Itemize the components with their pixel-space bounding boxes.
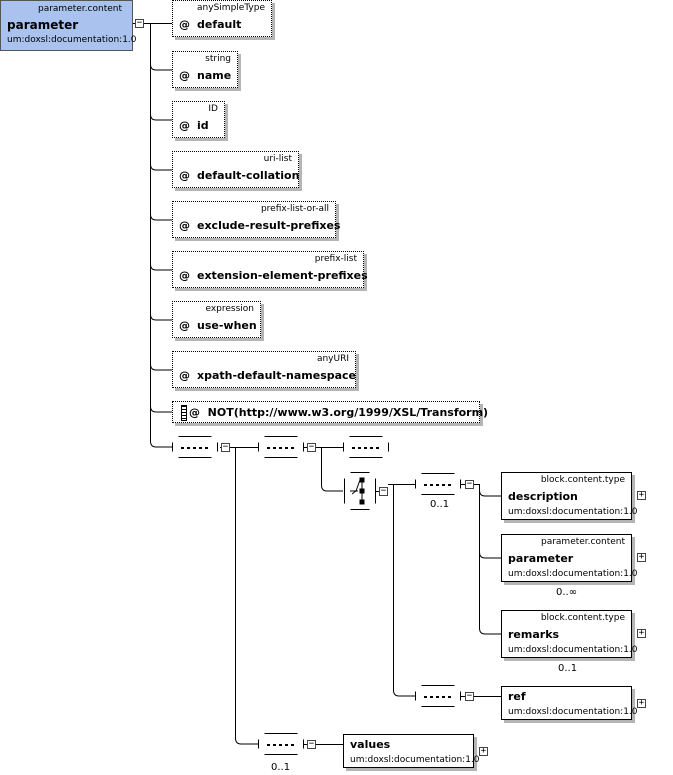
element-parameter[interactable]: parameter.content parameter um:doxsl:doc… xyxy=(501,534,638,582)
any-attribute-icon xyxy=(181,405,187,421)
attribute-type: expression xyxy=(205,304,254,314)
ref-expand-toggle[interactable]: + xyxy=(637,698,646,708)
parameter-occurrence: 0..∞ xyxy=(556,587,578,598)
root-namespace-label: um:doxsl:documentation:1.0 xyxy=(7,35,137,45)
sequence-5-collapse-toggle[interactable]: − xyxy=(307,739,316,749)
attribute-name: @ default xyxy=(179,18,241,31)
attribute-name-text: exclude-result-prefixes xyxy=(197,219,341,232)
attribute-type: ID xyxy=(208,104,218,114)
attribute-name-text: xpath-default-namespace xyxy=(197,369,357,382)
any-attribute[interactable]: @ NOT(http://www.w3.org/1999/XSL/Transfo… xyxy=(172,401,488,423)
element-values[interactable]: values um:doxsl:documentation:1.0 xyxy=(343,734,480,768)
attribute-name: @ extension-element-prefixes xyxy=(179,269,368,282)
attribute-name-text: default xyxy=(197,18,242,31)
root-element-parameter[interactable]: parameter.content parameter um:doxsl:doc… xyxy=(0,0,137,51)
attribute-name-text: extension-element-prefixes xyxy=(197,269,368,282)
sequence-3-occurrence: 0..1 xyxy=(430,499,450,510)
sequence-compositor-empty[interactable] xyxy=(343,436,389,458)
attribute-name: @ xpath-default-namespace xyxy=(179,369,356,382)
element-namespace: um:doxsl:documentation:1.0 xyxy=(508,707,638,717)
sequence-compositor-5[interactable] xyxy=(258,733,304,755)
attribute-extension-element-prefixes[interactable]: prefix-list @ extension-element-prefixes xyxy=(172,251,368,288)
choice-collapse-toggle[interactable]: − xyxy=(379,486,388,496)
element-name: parameter xyxy=(508,552,574,565)
at-icon: @ xyxy=(179,219,190,232)
element-type: block.content.type xyxy=(540,613,625,623)
element-name: remarks xyxy=(508,628,560,641)
element-type: parameter.content xyxy=(540,537,625,547)
at-icon: @ xyxy=(179,119,190,132)
sequence-1-collapse-toggle[interactable]: − xyxy=(221,442,230,452)
root-collapse-toggle[interactable]: − xyxy=(135,18,144,28)
element-namespace: um:doxsl:documentation:1.0 xyxy=(350,755,480,765)
attribute-type: prefix-list-or-all xyxy=(260,204,329,214)
any-attribute-label: @ NOT(http://www.w3.org/1999/XSL/Transfo… xyxy=(181,405,488,421)
at-icon: @ xyxy=(179,169,190,182)
attribute-name: @ name xyxy=(179,69,231,82)
element-ref[interactable]: ref um:doxsl:documentation:1.0 xyxy=(501,686,638,720)
attribute-name[interactable]: string @ name xyxy=(172,51,238,88)
sequence-3-collapse-toggle[interactable]: − xyxy=(465,479,474,489)
sequence-compositor-1[interactable] xyxy=(172,436,218,458)
at-icon: @ xyxy=(179,319,190,332)
attribute-name: @ id xyxy=(179,119,209,132)
remarks-occurrence: 0..1 xyxy=(558,663,578,674)
attribute-xpath-default-namespace[interactable]: anyURI @ xpath-default-namespace xyxy=(172,351,356,388)
values-expand-toggle[interactable]: + xyxy=(479,746,488,756)
attribute-default-collation[interactable]: uri-list @ default-collation xyxy=(172,151,299,188)
element-name: values xyxy=(350,738,391,751)
element-namespace: um:doxsl:documentation:1.0 xyxy=(508,645,638,655)
sequence-2-collapse-toggle[interactable]: − xyxy=(307,442,316,452)
attribute-default[interactable]: anySimpleType @ default xyxy=(172,0,272,37)
attribute-exclude-result-prefixes[interactable]: prefix-list-or-all @ exclude-result-prefi… xyxy=(172,201,340,238)
at-icon: @ xyxy=(179,18,190,31)
attribute-name: @ default-collation xyxy=(179,169,299,182)
at-icon: @ xyxy=(189,406,200,419)
sequence-compositor-2[interactable] xyxy=(258,436,304,458)
attribute-name-text: name xyxy=(197,69,232,82)
root-type-label: parameter.content xyxy=(37,4,122,14)
sequence-5-occurrence: 0..1 xyxy=(271,762,291,773)
attribute-type: prefix-list xyxy=(314,254,357,264)
attribute-name: @ exclude-result-prefixes xyxy=(179,219,340,232)
attribute-use-when[interactable]: expression @ use-when xyxy=(172,301,261,338)
parameter-expand-toggle[interactable]: + xyxy=(637,552,646,562)
choice-compositor[interactable] xyxy=(344,472,376,510)
element-name: ref xyxy=(508,690,526,703)
sequence-compositor-4[interactable] xyxy=(415,685,461,707)
attribute-type: string xyxy=(205,54,231,64)
at-icon: @ xyxy=(179,269,190,282)
attribute-name-text: default-collation xyxy=(197,169,300,182)
remarks-expand-toggle[interactable]: + xyxy=(637,628,646,638)
attribute-type: uri-list xyxy=(263,154,292,164)
element-description[interactable]: block.content.type description um:doxsl:… xyxy=(501,472,638,520)
any-attribute-text: NOT(http://www.w3.org/1999/XSL/Transform… xyxy=(207,406,489,419)
element-namespace: um:doxsl:documentation:1.0 xyxy=(508,507,638,517)
attribute-name: @ use-when xyxy=(179,319,257,332)
root-name-label: parameter xyxy=(7,18,79,32)
at-icon: @ xyxy=(179,369,190,382)
element-namespace: um:doxsl:documentation:1.0 xyxy=(508,569,638,579)
at-icon: @ xyxy=(179,69,190,82)
attribute-name-text: use-when xyxy=(197,319,257,332)
description-expand-toggle[interactable]: + xyxy=(637,490,646,500)
element-type: block.content.type xyxy=(540,475,625,485)
attribute-type: anyURI xyxy=(316,354,349,364)
attribute-id[interactable]: ID @ id xyxy=(172,101,225,138)
element-name: description xyxy=(508,490,578,503)
attribute-type: anySimpleType xyxy=(197,3,265,13)
attribute-name-text: id xyxy=(197,119,209,132)
element-remarks[interactable]: block.content.type remarks um:doxsl:docu… xyxy=(501,610,638,658)
sequence-compositor-3[interactable] xyxy=(415,473,461,495)
sequence-4-collapse-toggle[interactable]: − xyxy=(465,691,474,701)
